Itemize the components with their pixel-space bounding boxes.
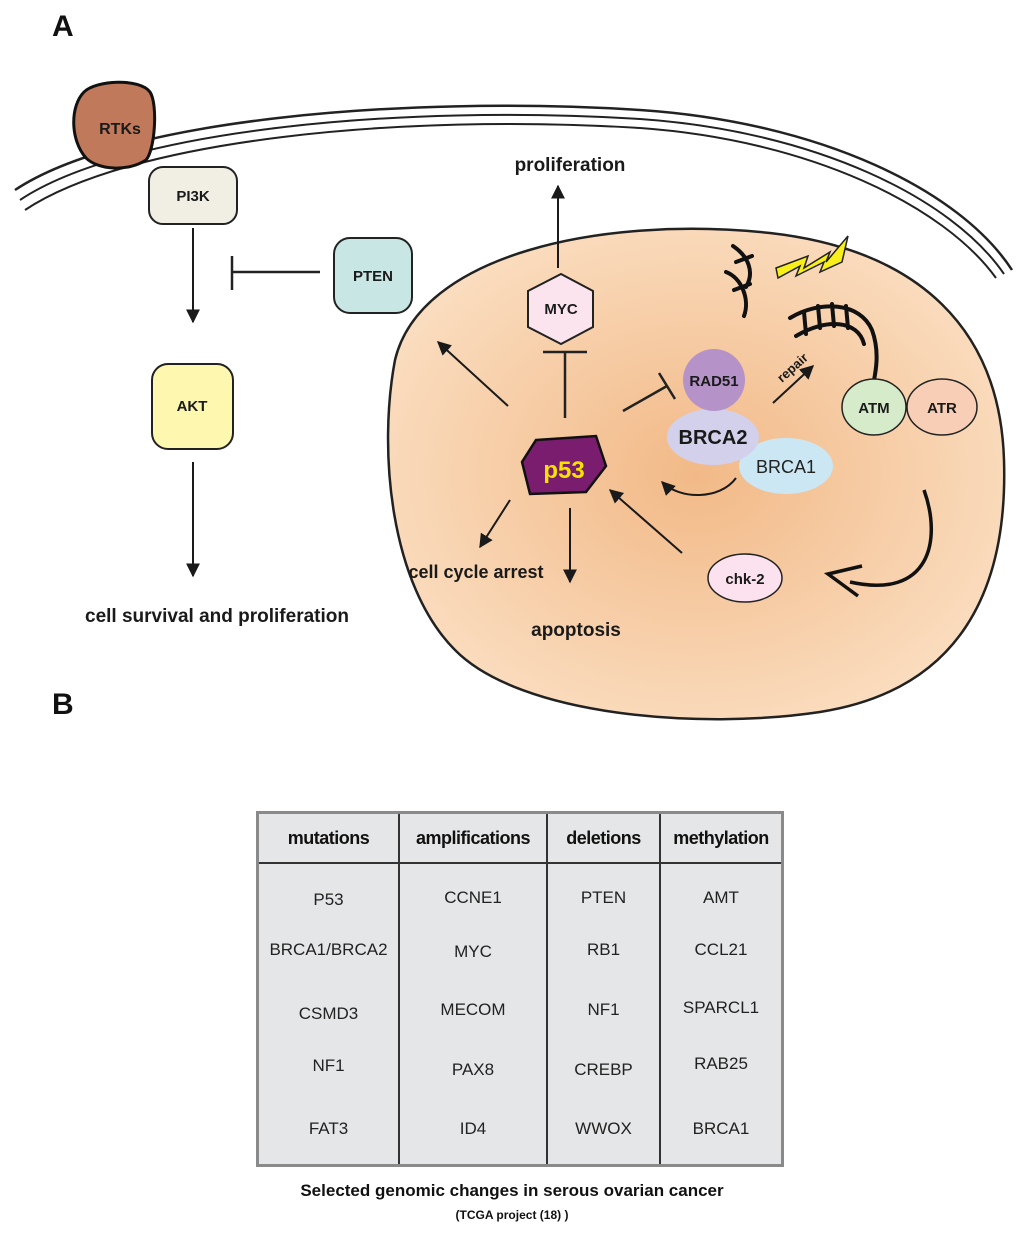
table-header: methylation xyxy=(661,814,781,864)
table-cell: PAX8 xyxy=(451,1060,495,1079)
table-cell: BRCA1/BRCA2 xyxy=(269,940,388,959)
pi3k-node: PI3K xyxy=(148,166,238,225)
brca1-node: BRCA1 xyxy=(739,438,833,494)
table-cell: BRCA1 xyxy=(692,1119,750,1138)
damaged-dna xyxy=(724,244,879,392)
brca1-label: BRCA1 xyxy=(756,457,816,477)
nucleus xyxy=(386,227,1006,721)
lightning-icon xyxy=(775,235,849,280)
table-caption: Selected genomic changes in serous ovari… xyxy=(300,1181,724,1200)
table-cell: FAT3 xyxy=(308,1119,349,1138)
rtks-label: RTKs xyxy=(99,121,141,138)
rad51-node: RAD51 xyxy=(683,349,745,411)
pi3k-label: PI3K xyxy=(176,188,210,205)
pathway-diagram: A RTKs PI3K PTEN AKT cell survival and p… xyxy=(14,10,1014,721)
p53-myc-inhibition xyxy=(543,350,587,418)
table-cell: MYC xyxy=(454,942,492,961)
table-header: deletions xyxy=(548,814,659,864)
rad51-label: RAD51 xyxy=(689,373,738,390)
table-column-deletions: deletions PTEN RB1 NF1 CREBP WWOX xyxy=(546,814,659,1164)
table-cell: AMT xyxy=(703,888,739,907)
panel-a-label: A xyxy=(52,10,74,43)
p53-node: p53 xyxy=(520,434,608,496)
table-cell: MECOM xyxy=(440,1000,506,1019)
table-cell: CREBP xyxy=(574,1060,633,1079)
table-cell: WWOX xyxy=(575,1119,632,1138)
cell-survival-label: cell survival and proliferation xyxy=(85,606,349,627)
table-header: mutations xyxy=(259,814,398,864)
cell-cycle-arrest-label: cell cycle arrest xyxy=(408,562,543,582)
p53-upper-left-arrow xyxy=(436,341,509,407)
chk2-node: chk-2 xyxy=(707,553,783,603)
atm-node: ATM xyxy=(841,378,907,436)
akt-node: AKT xyxy=(151,363,234,450)
table-cell: PTEN xyxy=(580,888,627,907)
p53-rad51-inhibition xyxy=(622,372,677,413)
brca1-to-p53-arrow xyxy=(661,477,737,496)
panel-b-label: B xyxy=(52,688,74,721)
table-header: amplifications xyxy=(400,814,546,864)
pten-label: PTEN xyxy=(353,268,393,285)
table-column-mutations: mutations P53 BRCA1/BRCA2 CSMD3 NF1 FAT3 xyxy=(259,814,398,1164)
table-cell: NF1 xyxy=(312,1056,345,1075)
table-cell: NF1 xyxy=(587,1000,620,1019)
table-cell: SPARCL1 xyxy=(682,998,760,1017)
myc-node: MYC xyxy=(527,272,594,346)
pten-node: PTEN xyxy=(333,237,413,314)
repair-arrow xyxy=(772,365,815,404)
genomic-changes-table: mutations P53 BRCA1/BRCA2 CSMD3 NF1 FAT3… xyxy=(256,811,784,1167)
table-cell: CCNE1 xyxy=(444,888,502,907)
table-column-methylation: methylation AMT CCL21 SPARCL1 RAB25 BRCA… xyxy=(659,814,781,1164)
atr-label: ATR xyxy=(927,400,957,417)
table-cell: CCL21 xyxy=(694,940,748,959)
p53-to-arrest-arrow xyxy=(479,499,511,549)
rtks-receptor: RTKs xyxy=(72,80,157,170)
table-cell: ID4 xyxy=(459,1119,487,1138)
table-cell: RAB25 xyxy=(694,1054,748,1073)
atm-to-chk2-arrow xyxy=(823,489,934,598)
proliferation-label: proliferation xyxy=(515,155,626,176)
myc-label: MYC xyxy=(544,301,578,318)
table-cell: CSMD3 xyxy=(298,1004,359,1023)
chk2-label: chk-2 xyxy=(725,571,764,588)
brca2-node: BRCA2 xyxy=(667,409,759,465)
table-cell: RB1 xyxy=(586,940,621,959)
chk2-to-p53-arrow xyxy=(608,489,683,554)
p53-label: p53 xyxy=(543,457,584,484)
table-cell: P53 xyxy=(313,890,344,909)
atr-node: ATR xyxy=(906,378,978,436)
table-caption-source: (TCGA project (18) ) xyxy=(455,1208,569,1222)
akt-label: AKT xyxy=(177,398,208,415)
apoptosis-label: apoptosis xyxy=(531,620,621,641)
table-column-amplifications: amplifications CCNE1 MYC MECOM PAX8 ID4 xyxy=(398,814,546,1164)
atm-label: ATM xyxy=(858,400,889,417)
brca2-label: BRCA2 xyxy=(679,427,748,449)
pten-inhibition-line xyxy=(230,256,320,290)
